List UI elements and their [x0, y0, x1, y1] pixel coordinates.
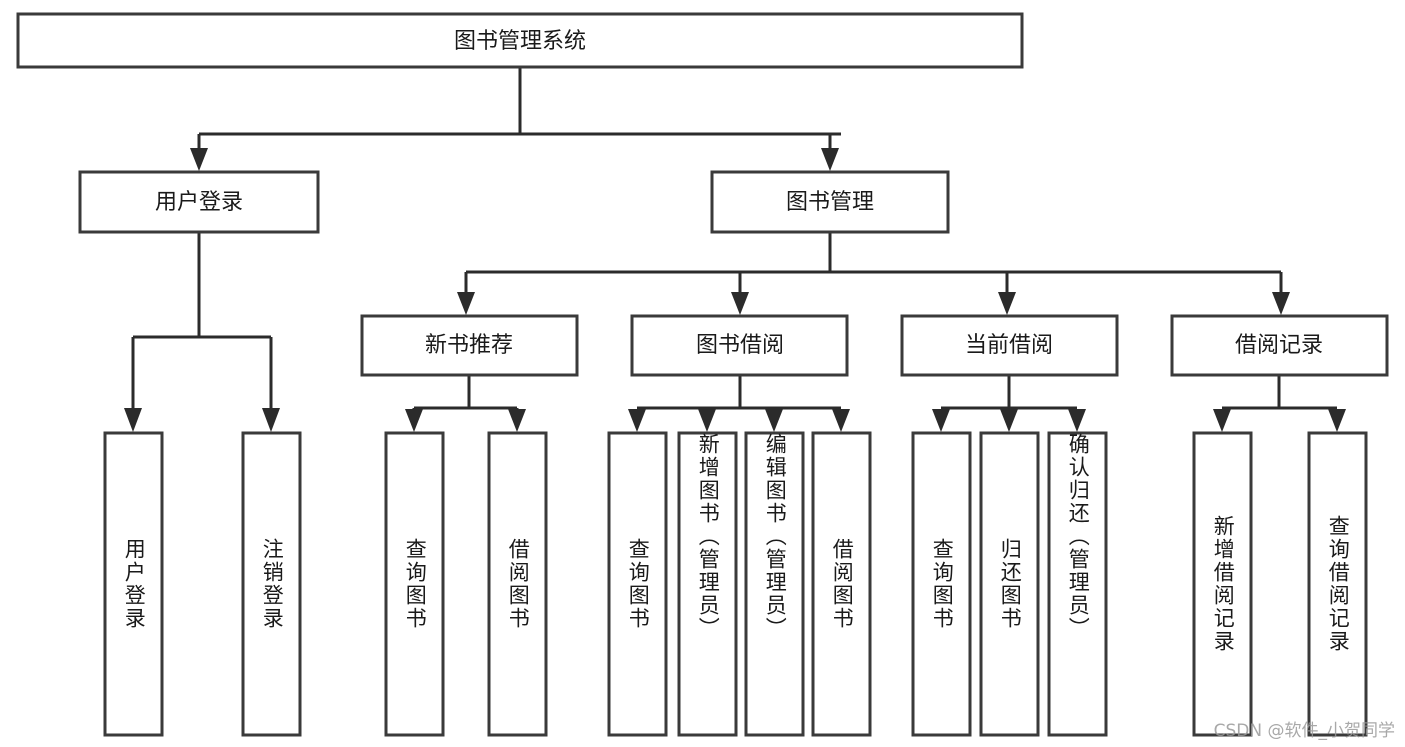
arrowhead-book-borrow — [731, 292, 749, 315]
node-borrow-record-label: 借阅记录 — [1235, 333, 1323, 358]
node-book-borrow-label: 图书借阅 — [696, 333, 784, 358]
arrowhead-bookborrow-leaf-2 — [765, 409, 783, 432]
leaf-box-new-book-0[interactable] — [384, 431, 445, 737]
leaf-box-user-login-0[interactable] — [103, 431, 164, 737]
leaf-box-borrow-record-0[interactable] — [1192, 431, 1253, 737]
node-root[interactable]: 图书管理系统 — [16, 12, 1024, 69]
arrowhead-bookborrow-leaf-0 — [628, 409, 646, 432]
leaf-box-user-login-1[interactable] — [241, 431, 302, 737]
connector-group-book-borrow — [628, 375, 850, 432]
leaf-box-book-borrow-3[interactable] — [811, 431, 872, 737]
leaf-box-book-borrow-0[interactable] — [607, 431, 668, 737]
connector-group-user-login — [124, 232, 280, 432]
arrowhead-newbook-leaf-0 — [405, 409, 423, 432]
node-new-book-recommend[interactable]: 新书推荐 — [360, 314, 579, 377]
node-user-login[interactable]: 用户登录 — [78, 170, 320, 234]
arrowhead-user-login-leaf-0 — [124, 408, 142, 432]
node-new-book-recommend-box[interactable] — [360, 314, 579, 377]
arrowhead-new-book — [457, 292, 475, 315]
arrowhead-current-borrow — [998, 292, 1016, 315]
leaf-box-book-borrow-2[interactable] — [744, 431, 805, 737]
node-root-box[interactable] — [16, 12, 1024, 69]
node-user-login-label: 用户登录 — [155, 190, 243, 215]
arrowhead-currentborrow-leaf-0 — [932, 409, 950, 432]
node-book-manage[interactable]: 图书管理 — [710, 170, 950, 234]
watermark-text: CSDN @软件_小贺同学 — [1213, 721, 1395, 741]
node-user-login-box[interactable] — [78, 170, 320, 234]
leaf-box-current-borrow-1[interactable] — [979, 431, 1040, 737]
node-current-borrow-label: 当前借阅 — [965, 333, 1053, 358]
arrowhead-newbook-leaf-1 — [508, 409, 526, 432]
arrowhead-bookborrow-leaf-3 — [832, 409, 850, 432]
leaf-box-new-book-1[interactable] — [487, 431, 548, 737]
node-current-borrow-box[interactable] — [900, 314, 1119, 377]
arrowhead-borrowrecord-leaf-1 — [1328, 409, 1346, 432]
leaf-box-borrow-record-1[interactable] — [1307, 431, 1368, 737]
arrowhead-currentborrow-leaf-2 — [1068, 409, 1086, 432]
node-book-borrow-box[interactable] — [630, 314, 849, 377]
arrowhead-bookborrow-leaf-1 — [698, 409, 716, 432]
connector-group-root — [190, 67, 841, 171]
arrowhead-borrowrecord-leaf-0 — [1213, 409, 1231, 432]
connector-group-current-borrow — [932, 375, 1086, 432]
connector-group-new-book — [405, 375, 526, 432]
node-root-label: 图书管理系统 — [454, 29, 586, 54]
leaf-box-book-borrow-1[interactable] — [677, 431, 738, 737]
arrowhead-user-login — [190, 148, 208, 171]
arrowhead-borrow-record — [1272, 292, 1290, 315]
node-book-manage-box[interactable] — [710, 170, 950, 234]
arrowhead-currentborrow-leaf-1 — [1000, 409, 1018, 432]
node-current-borrow[interactable]: 当前借阅 — [900, 314, 1119, 377]
leaf-box-current-borrow-2[interactable] — [1047, 431, 1108, 737]
arrowhead-book-manage — [821, 148, 839, 171]
node-new-book-recommend-label: 新书推荐 — [425, 333, 513, 358]
node-book-manage-label: 图书管理 — [786, 190, 874, 215]
leaf-box-current-borrow-0[interactable] — [911, 431, 972, 737]
connector-group-book-manage — [457, 232, 1290, 315]
connector-group-borrow-record — [1213, 375, 1346, 432]
arrowhead-user-login-leaf-1 — [262, 408, 280, 432]
node-borrow-record[interactable]: 借阅记录 — [1170, 314, 1389, 377]
node-borrow-record-box[interactable] — [1170, 314, 1389, 377]
node-book-borrow[interactable]: 图书借阅 — [630, 314, 849, 377]
